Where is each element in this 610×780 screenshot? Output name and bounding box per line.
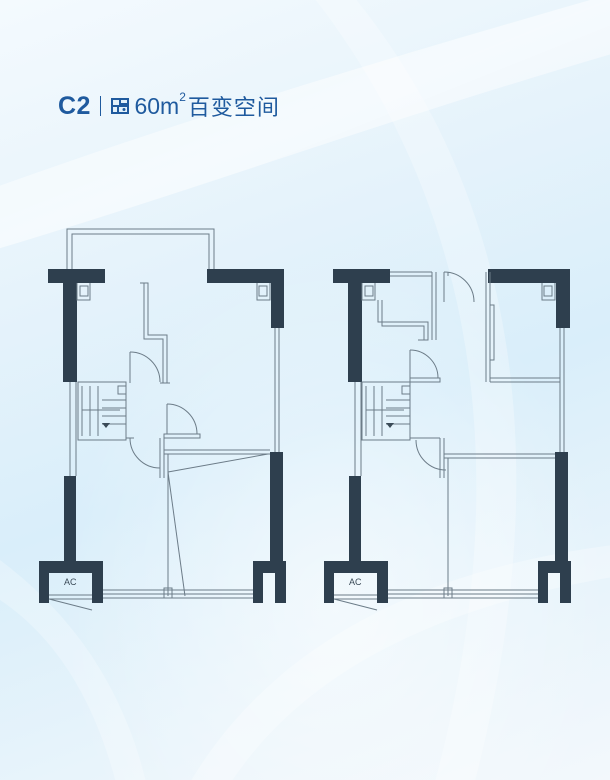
area-value: 60m2: [134, 89, 186, 120]
floor-plan-icon: [111, 98, 130, 114]
space-name: 百变空间: [187, 95, 280, 120]
area-number: 60m: [134, 92, 180, 119]
ac-label-lower: AC: [64, 577, 77, 587]
ac-label-upper: AC: [349, 577, 362, 587]
floor-plan-upper: AC: [324, 269, 571, 611]
model-code: C2: [58, 91, 91, 120]
area-unit-superscript: 2: [179, 89, 186, 104]
plan-header: C2 60m2 百变空间: [58, 90, 280, 122]
title-divider: [99, 96, 102, 116]
floor-plan-lower: AC: [39, 228, 286, 611]
